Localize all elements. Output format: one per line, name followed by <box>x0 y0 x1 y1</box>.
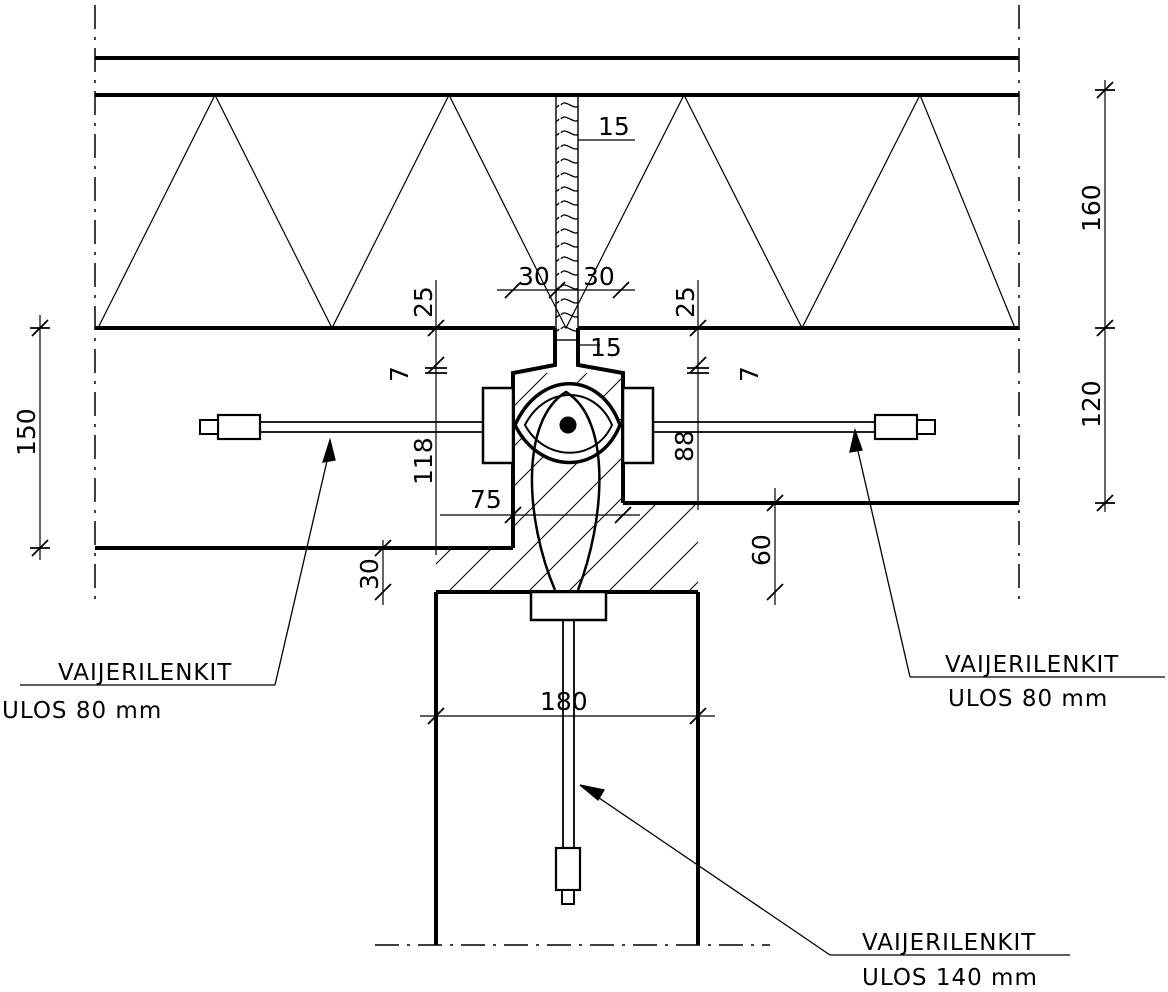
wire-eye-inner <box>523 394 614 454</box>
right-wire-end <box>916 419 936 435</box>
centerlines <box>94 5 1020 946</box>
horizontal-wires <box>199 413 936 441</box>
callout-labels: VAIJERILENKIT ULOS 80 mm VAIJERILENKIT U… <box>2 652 1119 991</box>
vertical-wire-ferrule <box>554 846 582 892</box>
bottom-callout-title: VAIJERILENKIT <box>862 930 1036 956</box>
left-callout-title: VAIJERILENKIT <box>58 660 232 686</box>
loop-box-left-flange <box>481 386 515 465</box>
sandwich-panel <box>95 56 1019 341</box>
dim-120: 120 <box>1077 380 1106 428</box>
left-wire-ferrule <box>216 413 262 441</box>
dim-15-neck: 15 <box>590 333 622 362</box>
wire-anchor-plate <box>529 590 608 622</box>
dim-60: 60 <box>747 534 776 566</box>
dimension-lines <box>30 80 1115 725</box>
dim-30-bottom: 30 <box>355 558 384 590</box>
dim-7-left: 7 <box>385 366 414 382</box>
dim-25-left: 25 <box>409 286 438 318</box>
grout-hatch-area <box>436 503 698 592</box>
loop-box-right-flange <box>621 386 655 465</box>
dim-15-top: 15 <box>598 112 630 141</box>
soft-insulation-strip <box>555 94 579 341</box>
dim-7-right: 7 <box>735 366 764 382</box>
dim-75: 75 <box>470 485 502 514</box>
leader-lines <box>20 427 1165 956</box>
dim-180: 180 <box>540 687 588 716</box>
left-wire-end <box>199 419 219 435</box>
vertical-wire <box>554 620 582 905</box>
vertical-wire-end <box>561 889 575 905</box>
wire-loop <box>530 390 601 591</box>
right-callout-title: VAIJERILENKIT <box>945 652 1119 678</box>
dim-30-left: 30 <box>518 262 550 291</box>
dim-150: 150 <box>12 408 41 456</box>
dim-30-right: 30 <box>583 262 615 291</box>
bottom-callout-subtitle: ULOS 140 mm <box>862 965 1038 991</box>
wire-loop-box <box>481 382 655 622</box>
dim-25-right: 25 <box>671 286 700 318</box>
dim-118: 118 <box>409 437 438 485</box>
left-callout-subtitle: ULOS 80 mm <box>2 698 162 724</box>
dim-88: 88 <box>670 430 699 462</box>
locking-rod-dot <box>559 416 577 434</box>
right-callout-subtitle: ULOS 80 mm <box>948 686 1108 712</box>
dim-160: 160 <box>1077 184 1106 232</box>
dimension-texts: 15 30 30 25 25 15 7 7 118 88 75 60 30 18… <box>12 112 1106 716</box>
right-wire-ferrule <box>873 413 919 441</box>
